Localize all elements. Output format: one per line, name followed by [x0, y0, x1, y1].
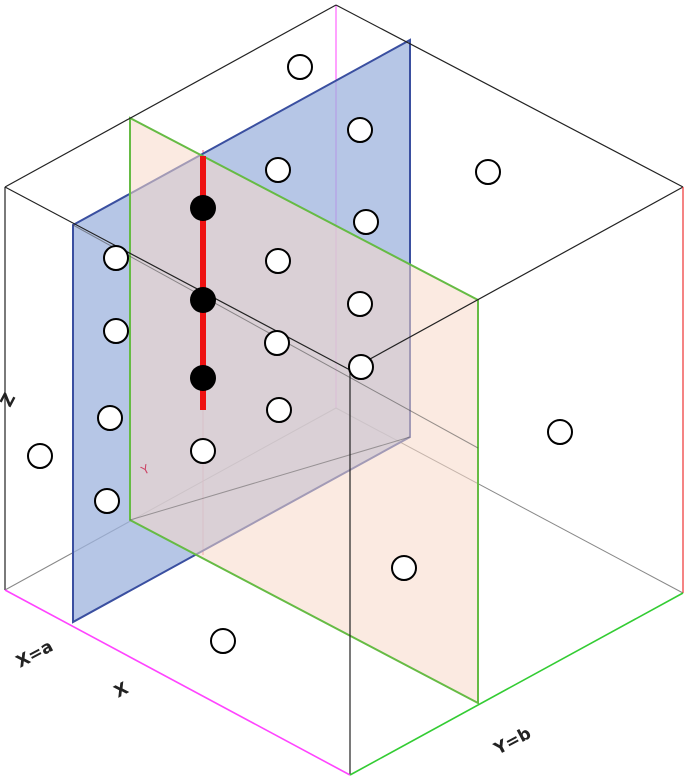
open-circle [353, 209, 379, 235]
open-circle [347, 117, 373, 143]
filled-circle [190, 287, 216, 313]
open-circle [103, 245, 129, 271]
y-eq-b-label: Y=b [490, 724, 534, 760]
bottom-right-edge-y-axis [349, 592, 684, 776]
open-circle [475, 159, 501, 185]
open-circle [347, 291, 373, 317]
open-circle [97, 405, 123, 431]
z-axis-label: Z [0, 390, 20, 410]
open-circle [391, 555, 417, 581]
open-circle [547, 419, 573, 445]
open-circle [190, 438, 216, 464]
open-circle [287, 54, 313, 80]
x-axis-label: X [111, 679, 132, 703]
floor-diagonal-line [129, 436, 411, 521]
open-circle [265, 248, 291, 274]
open-circle [210, 628, 236, 654]
filled-circles [190, 195, 216, 391]
pink-plane [129, 116, 479, 705]
top-front-right-edge [349, 186, 684, 371]
cube-front-edges [4, 4, 684, 776]
filled-circle [190, 195, 216, 221]
open-circle [103, 318, 129, 344]
open-circle [94, 488, 120, 514]
open-circle [264, 330, 290, 356]
top-back-right-edge [335, 4, 684, 188]
top-front-left-edge [4, 186, 351, 371]
top-back-left-edge [4, 4, 337, 188]
open-circle [266, 397, 292, 423]
bottom-left-edge-x-axis [4, 589, 351, 776]
open-circle [27, 443, 53, 469]
open-circle [265, 157, 291, 183]
open-circles [27, 54, 573, 654]
x-eq-a-label: X=a [13, 637, 57, 673]
open-circle [348, 354, 374, 380]
filled-circle [190, 365, 216, 391]
